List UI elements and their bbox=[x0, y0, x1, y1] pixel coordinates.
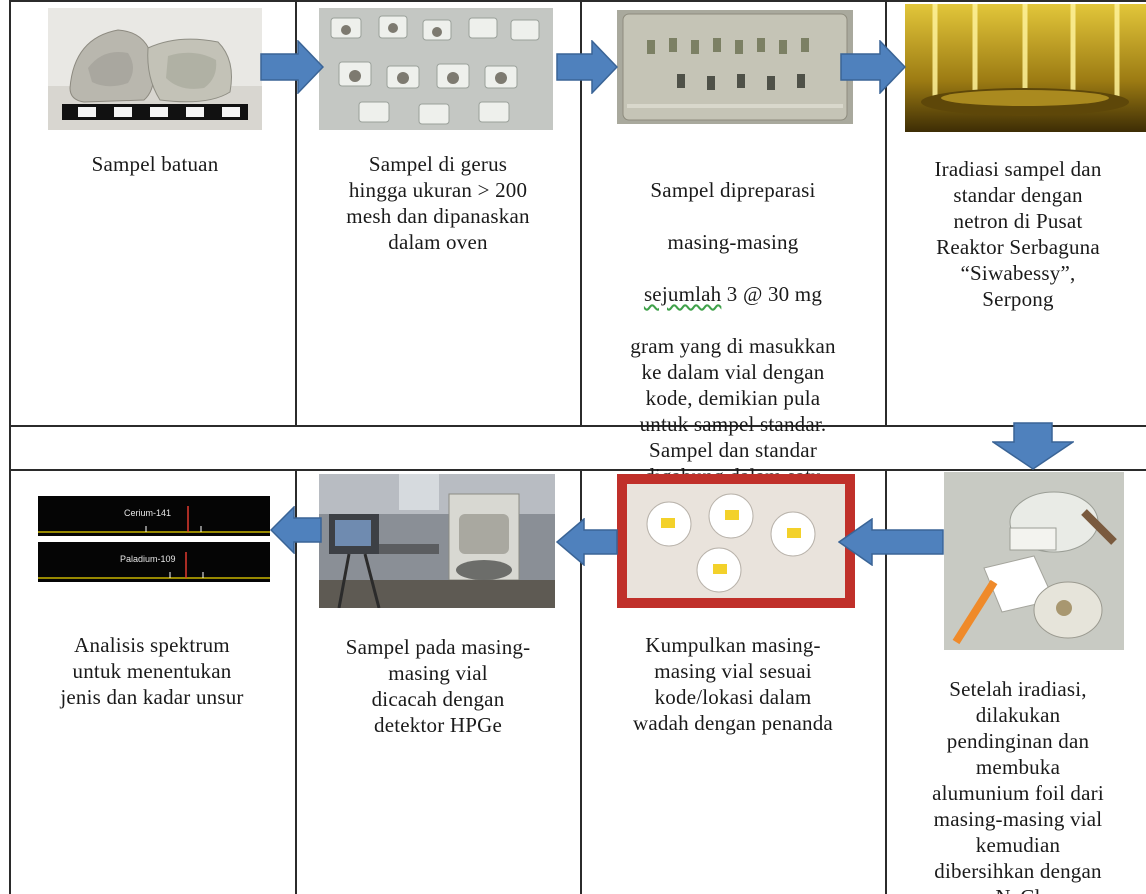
col-divider-top-3 bbox=[885, 0, 887, 427]
arrow-right-3 bbox=[840, 40, 906, 94]
step-3-caption-line1: Sampel dipreparasi bbox=[650, 178, 816, 202]
step-5-caption: Setelah iradiasi, dilakukan pendinginan … bbox=[932, 677, 1104, 894]
step-3-caption-line2: masing-masing bbox=[667, 230, 799, 254]
step-4-caption: Iradiasi sampel dan standar dengan netro… bbox=[934, 157, 1102, 311]
arrow-left-3 bbox=[270, 506, 322, 554]
step-6-caption: Kumpulkan masing- masing vial sesuai kod… bbox=[633, 633, 833, 735]
step-1-caption: Sampel batuan bbox=[91, 152, 219, 176]
prepared-vials-photo bbox=[617, 10, 853, 124]
arrow-right-2 bbox=[556, 40, 618, 94]
col-divider-bottom-2 bbox=[580, 469, 582, 894]
spectrum-label-cerium: Cerium-141 bbox=[124, 508, 172, 518]
marked-container-photo bbox=[617, 474, 855, 608]
col-divider-bottom-1 bbox=[295, 469, 297, 894]
arrow-down bbox=[992, 422, 1074, 470]
hpge-detector-lab-photo bbox=[319, 474, 555, 608]
step-7-caption: Sampel pada masing- masing vial dicacah … bbox=[345, 635, 531, 737]
arrow-left-1 bbox=[838, 518, 944, 566]
col-divider-bottom-3 bbox=[885, 469, 887, 894]
arrow-left-2 bbox=[556, 518, 618, 566]
row-divider-1 bbox=[9, 425, 1146, 427]
table-border-top bbox=[9, 0, 1146, 2]
row-divider-2 bbox=[9, 469, 1146, 471]
spectrum-analysis-image: Cerium-141 Paladium-109 bbox=[38, 496, 270, 584]
rock-sample-photo bbox=[48, 8, 262, 130]
step-3-caption-wavy-word: sejumlah bbox=[643, 282, 722, 306]
table-border-left bbox=[9, 0, 11, 894]
step-3-caption-line3-rest: 3 @ 30 mg bbox=[721, 282, 823, 306]
step-8-caption: Analisis spektrum untuk menentukan jenis… bbox=[60, 633, 244, 709]
arrow-right-1 bbox=[260, 40, 324, 94]
vial-cleaning-photo bbox=[944, 472, 1124, 650]
reactor-irradiation-photo bbox=[905, 4, 1146, 132]
spectrum-label-paladium: Paladium-109 bbox=[120, 554, 176, 564]
step-2-caption: Sampel di gerus hingga ukuran > 200 mesh… bbox=[346, 152, 530, 254]
ground-sample-bags-photo bbox=[319, 8, 553, 130]
col-divider-top-2 bbox=[580, 0, 582, 427]
col-divider-top-1 bbox=[295, 0, 297, 427]
